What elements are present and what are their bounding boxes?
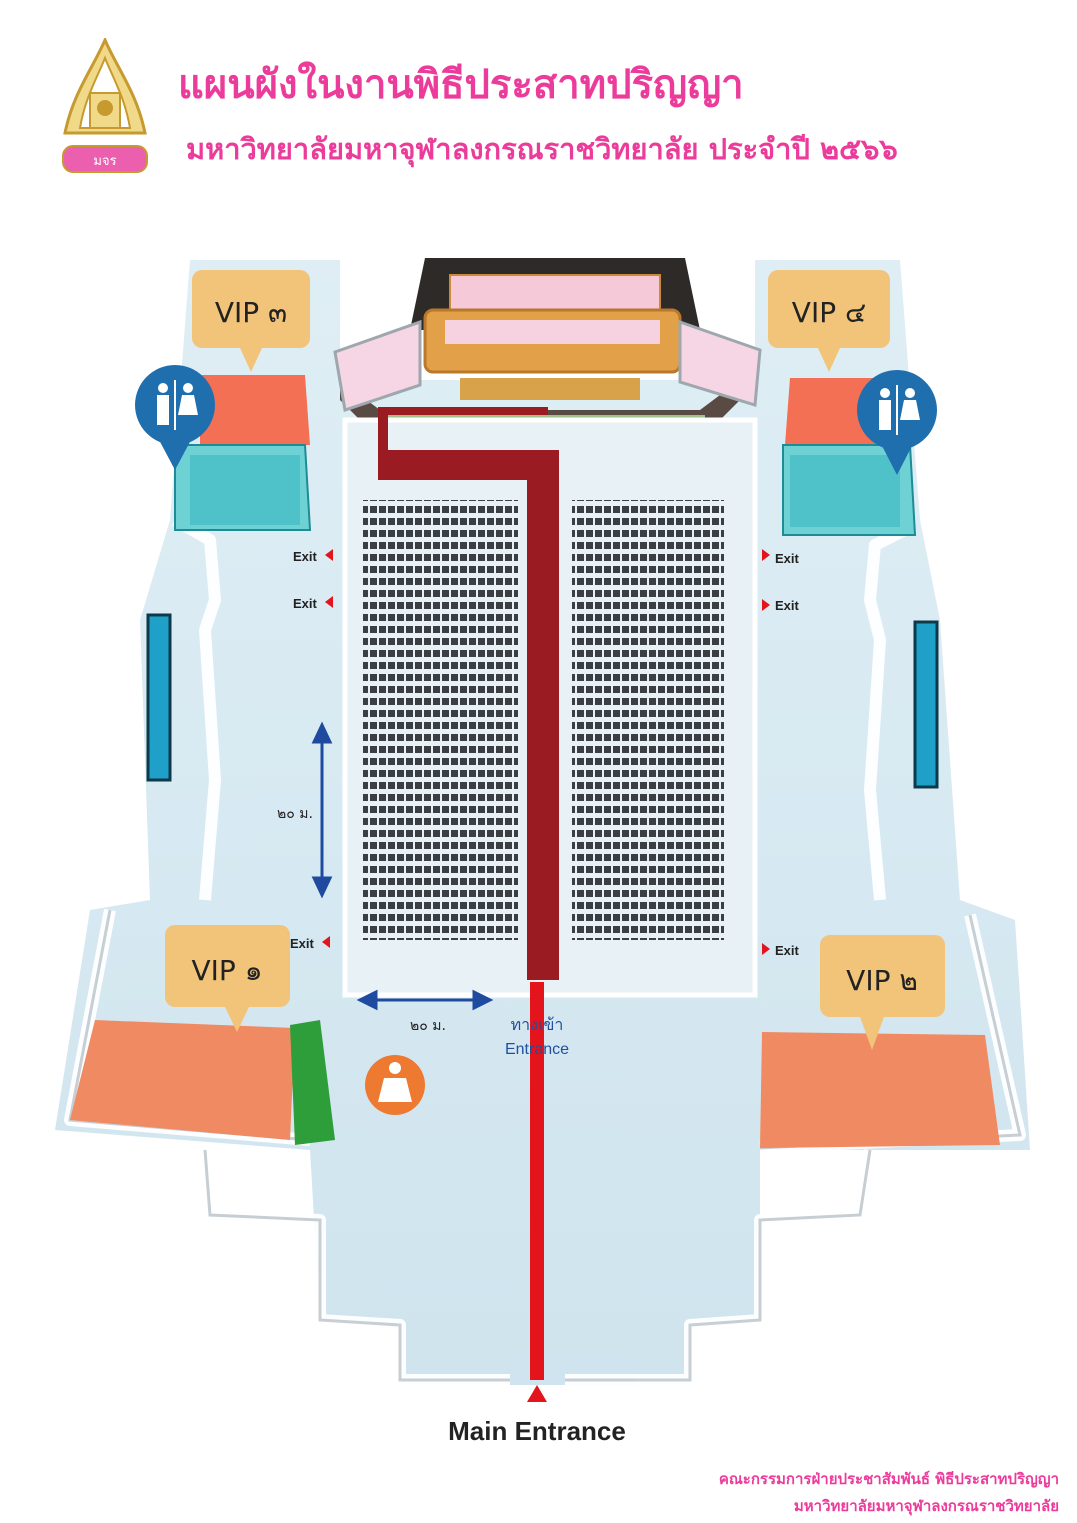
page-subtitle: มหาวิทยาลัยมหาจุฬาลงกรณราชวิทยาลัย ประจำ… xyxy=(186,132,898,166)
entrance-carpet xyxy=(530,982,544,1380)
right-side-panel xyxy=(913,620,939,789)
vip-3-tag: VIP ๓ xyxy=(192,270,310,372)
vip-1-room xyxy=(70,1020,335,1145)
restroom-icon xyxy=(857,370,937,475)
restroom-icon xyxy=(135,365,215,470)
main-entrance-arrow xyxy=(527,1385,547,1402)
stage-screen xyxy=(449,274,661,311)
entrance-en-label: Entrance xyxy=(505,1041,569,1058)
inner-carpet xyxy=(378,407,559,980)
footer-line-2: มหาวิทยาลัยมหาจุฬาลงกรณราชวิทยาลัย xyxy=(793,1497,1059,1515)
dimension-horizontal xyxy=(356,989,494,1011)
university-logo-icon: มจร xyxy=(62,38,148,173)
left-side-panel xyxy=(146,613,172,782)
left-side-screen xyxy=(333,319,422,412)
exit-right-3: Exit xyxy=(762,943,800,958)
vip-2-tag: VIP ๒ xyxy=(820,935,945,1050)
exit-right-1: Exit xyxy=(762,549,800,566)
exit-left-2: Exit xyxy=(293,596,333,611)
seat-block-right xyxy=(572,500,724,940)
footer-line-1: คณะกรรมการฝ่ายประชาสัมพันธ์ พิธีประสาทปร… xyxy=(718,1470,1059,1488)
buddha-icon xyxy=(365,1055,425,1115)
vip-3-room xyxy=(174,375,312,531)
svg-text:Exit: Exit xyxy=(775,598,800,613)
seat-block-left xyxy=(363,500,518,940)
vip-1-tag: VIP ๑ xyxy=(165,925,290,1032)
svg-text:VIP ๔: VIP ๔ xyxy=(792,296,866,329)
svg-text:Exit: Exit xyxy=(293,596,318,611)
main-entrance-label: Main Entrance xyxy=(448,1416,626,1446)
exit-left-1: Exit xyxy=(293,549,333,564)
dimension-vertical xyxy=(311,721,333,899)
dimension-horizontal-label: ๒๐ ม. xyxy=(410,1018,446,1034)
dimension-vertical-label: ๒๐ ม. xyxy=(277,806,313,822)
svg-text:Exit: Exit xyxy=(775,943,800,958)
entrance-thai-label: ทางเข้า xyxy=(511,1015,564,1034)
svg-text:Exit: Exit xyxy=(775,551,800,566)
vip-4-room xyxy=(782,378,917,536)
svg-text:VIP ๓: VIP ๓ xyxy=(215,296,287,329)
exit-left-3: Exit xyxy=(290,936,330,951)
vip-4-tag: VIP ๔ xyxy=(768,270,890,372)
vip-2-room xyxy=(760,1032,1000,1148)
svg-text:VIP ๑: VIP ๑ xyxy=(192,954,263,987)
right-side-screen xyxy=(678,319,762,407)
svg-text:Exit: Exit xyxy=(290,936,315,951)
page-title: แผนผังในงานพิธีประสาทปริญญา xyxy=(178,62,744,108)
exit-right-2: Exit xyxy=(762,598,800,613)
svg-text:Exit: Exit xyxy=(293,549,318,564)
svg-text:VIP ๒: VIP ๒ xyxy=(846,964,918,997)
logo-text: มจร xyxy=(93,154,116,169)
